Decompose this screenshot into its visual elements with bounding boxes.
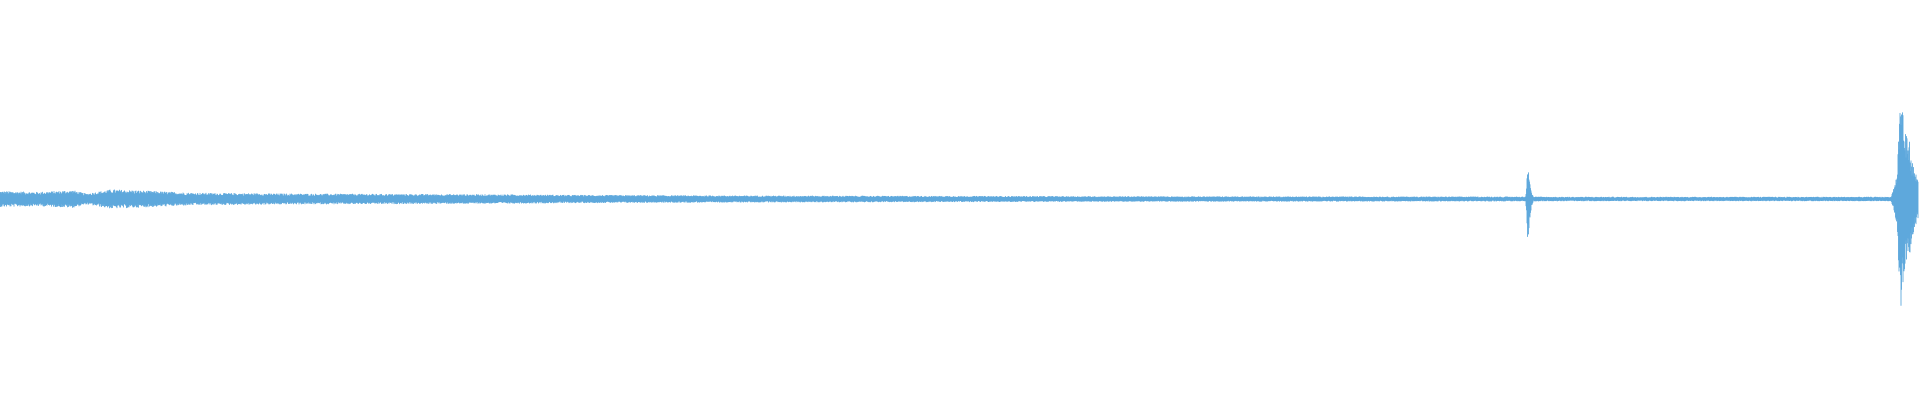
waveform-series-layer — [0, 112, 1919, 306]
